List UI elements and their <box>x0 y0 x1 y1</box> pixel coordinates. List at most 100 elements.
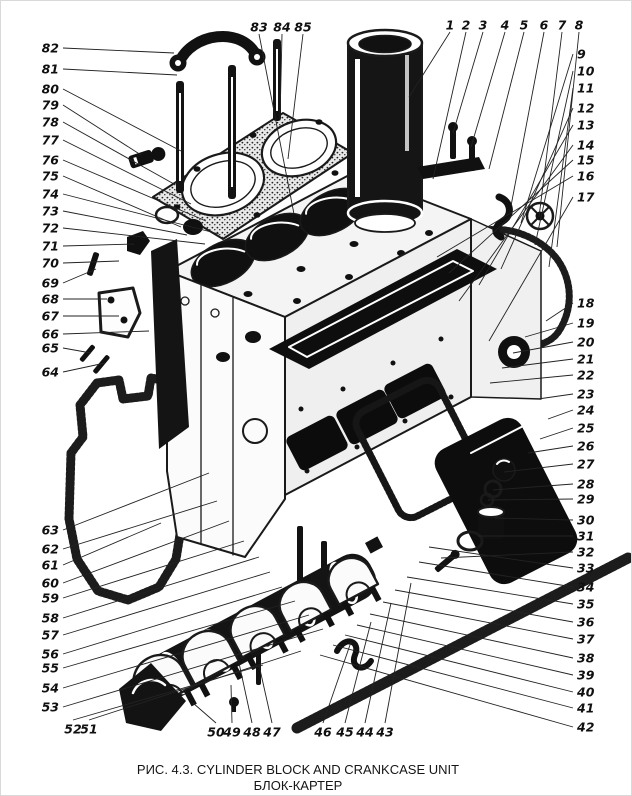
leader-line-51 <box>88 650 302 721</box>
part-number-1: 1 <box>446 18 455 33</box>
part-number-17: 17 <box>577 190 595 205</box>
plug-valve <box>128 146 166 169</box>
part-number-34: 34 <box>577 580 594 595</box>
part-number-21: 21 <box>577 352 594 367</box>
leader-line-84 <box>279 33 283 120</box>
leader-line-62 <box>62 500 218 550</box>
part-number-73: 73 <box>42 204 59 219</box>
seal-curl <box>334 638 374 671</box>
leader-line-48 <box>238 662 253 724</box>
leader-line-44 <box>364 602 392 724</box>
part-number-57: 57 <box>42 628 60 643</box>
part-number-31: 31 <box>577 529 594 544</box>
leader-line-82 <box>62 47 175 54</box>
leader-line-70 <box>62 260 120 264</box>
leader-line-81 <box>62 68 178 76</box>
part-number-14: 14 <box>577 138 594 153</box>
leader-line-54 <box>62 614 310 689</box>
part-number-69: 69 <box>42 276 60 291</box>
head-studs <box>176 39 281 199</box>
part-number-16: 16 <box>577 169 595 184</box>
leader-line-69 <box>62 268 97 284</box>
clamp <box>127 231 150 255</box>
leader-line-57 <box>62 571 271 636</box>
part-number-39: 39 <box>577 668 595 683</box>
leader-line-46 <box>322 641 352 724</box>
part-number-32: 32 <box>577 545 594 560</box>
leader-line-15 <box>448 159 574 274</box>
leader-line-49 <box>230 684 233 724</box>
cap-nut <box>492 458 516 482</box>
part-number-27: 27 <box>577 457 595 472</box>
leader-line-74 <box>62 193 220 235</box>
part-number-11: 11 <box>577 81 594 96</box>
block-front-edge <box>151 239 189 449</box>
leader-line-56 <box>62 586 283 655</box>
leader-line-77 <box>62 139 192 205</box>
block-rear-face <box>470 218 542 400</box>
leader-line-65 <box>62 347 92 354</box>
part-number-81: 81 <box>42 62 59 77</box>
leader-line-40 <box>344 634 574 693</box>
part-number-62: 62 <box>42 542 59 557</box>
part-number-83: 83 <box>250 20 267 35</box>
leader-line-32 <box>440 551 574 559</box>
part-number-37: 37 <box>577 632 595 647</box>
leader-line-61 <box>62 522 162 566</box>
part-number-52: 52 <box>64 722 81 737</box>
part-number-63: 63 <box>42 523 59 538</box>
part-number-77: 77 <box>42 133 60 148</box>
part-number-58: 58 <box>42 611 60 626</box>
bolt-small-c <box>93 355 110 374</box>
part-number-22: 22 <box>577 368 594 383</box>
leader-line-25 <box>539 427 574 440</box>
leader-line-73 <box>62 210 188 236</box>
figure-caption-title: РИС. 4.3. CYLINDER BLOCK AND CRANKCASE U… <box>137 762 459 777</box>
part-number-36: 36 <box>577 615 595 630</box>
part-number-49: 49 <box>222 725 241 740</box>
right-small-parts <box>417 122 555 572</box>
leader-line-78 <box>62 121 175 185</box>
leader-line-5 <box>488 31 525 170</box>
part-number-12: 12 <box>577 101 594 116</box>
left-small-parts <box>79 146 203 374</box>
part-number-4: 4 <box>500 18 510 33</box>
part-number-56: 56 <box>42 647 60 662</box>
leader-line-75 <box>62 175 182 228</box>
leader-line-83 <box>258 33 295 215</box>
part-number-13: 13 <box>577 118 594 133</box>
main-bearing-assembly <box>119 553 382 731</box>
part-number-23: 23 <box>577 387 594 402</box>
bolt-small-a <box>86 252 100 276</box>
strap-plate <box>417 157 485 179</box>
leader-line-72 <box>62 227 206 245</box>
part-number-19: 19 <box>577 316 595 331</box>
seal-ring <box>456 530 484 552</box>
side-plate-highlight <box>470 422 530 454</box>
part-number-43: 43 <box>375 725 393 740</box>
leader-line-66 <box>62 330 150 335</box>
part-number-66: 66 <box>42 327 60 342</box>
part-number-54: 54 <box>42 681 59 696</box>
part-number-70: 70 <box>42 256 60 271</box>
part-number-18: 18 <box>577 296 595 311</box>
part-number-9: 9 <box>577 47 586 62</box>
part-number-75: 75 <box>42 169 60 184</box>
engine-illustration <box>64 28 631 734</box>
part-number-60: 60 <box>42 576 60 591</box>
leader-line-60 <box>62 520 230 584</box>
side-bolt-holes <box>298 336 454 474</box>
leader-line-59 <box>62 540 245 599</box>
lifting-bracket <box>169 30 266 72</box>
part-number-40: 40 <box>576 685 595 700</box>
leader-line-22 <box>489 374 574 384</box>
part-number-44: 44 <box>355 725 373 740</box>
part-number-30: 30 <box>577 513 595 528</box>
leader-line-41 <box>332 644 574 709</box>
part-number-65: 65 <box>42 341 60 356</box>
part-number-42: 42 <box>576 720 594 735</box>
leader-line-21 <box>501 358 574 369</box>
leader-line-45 <box>344 621 372 724</box>
leader-line-33 <box>428 546 574 569</box>
